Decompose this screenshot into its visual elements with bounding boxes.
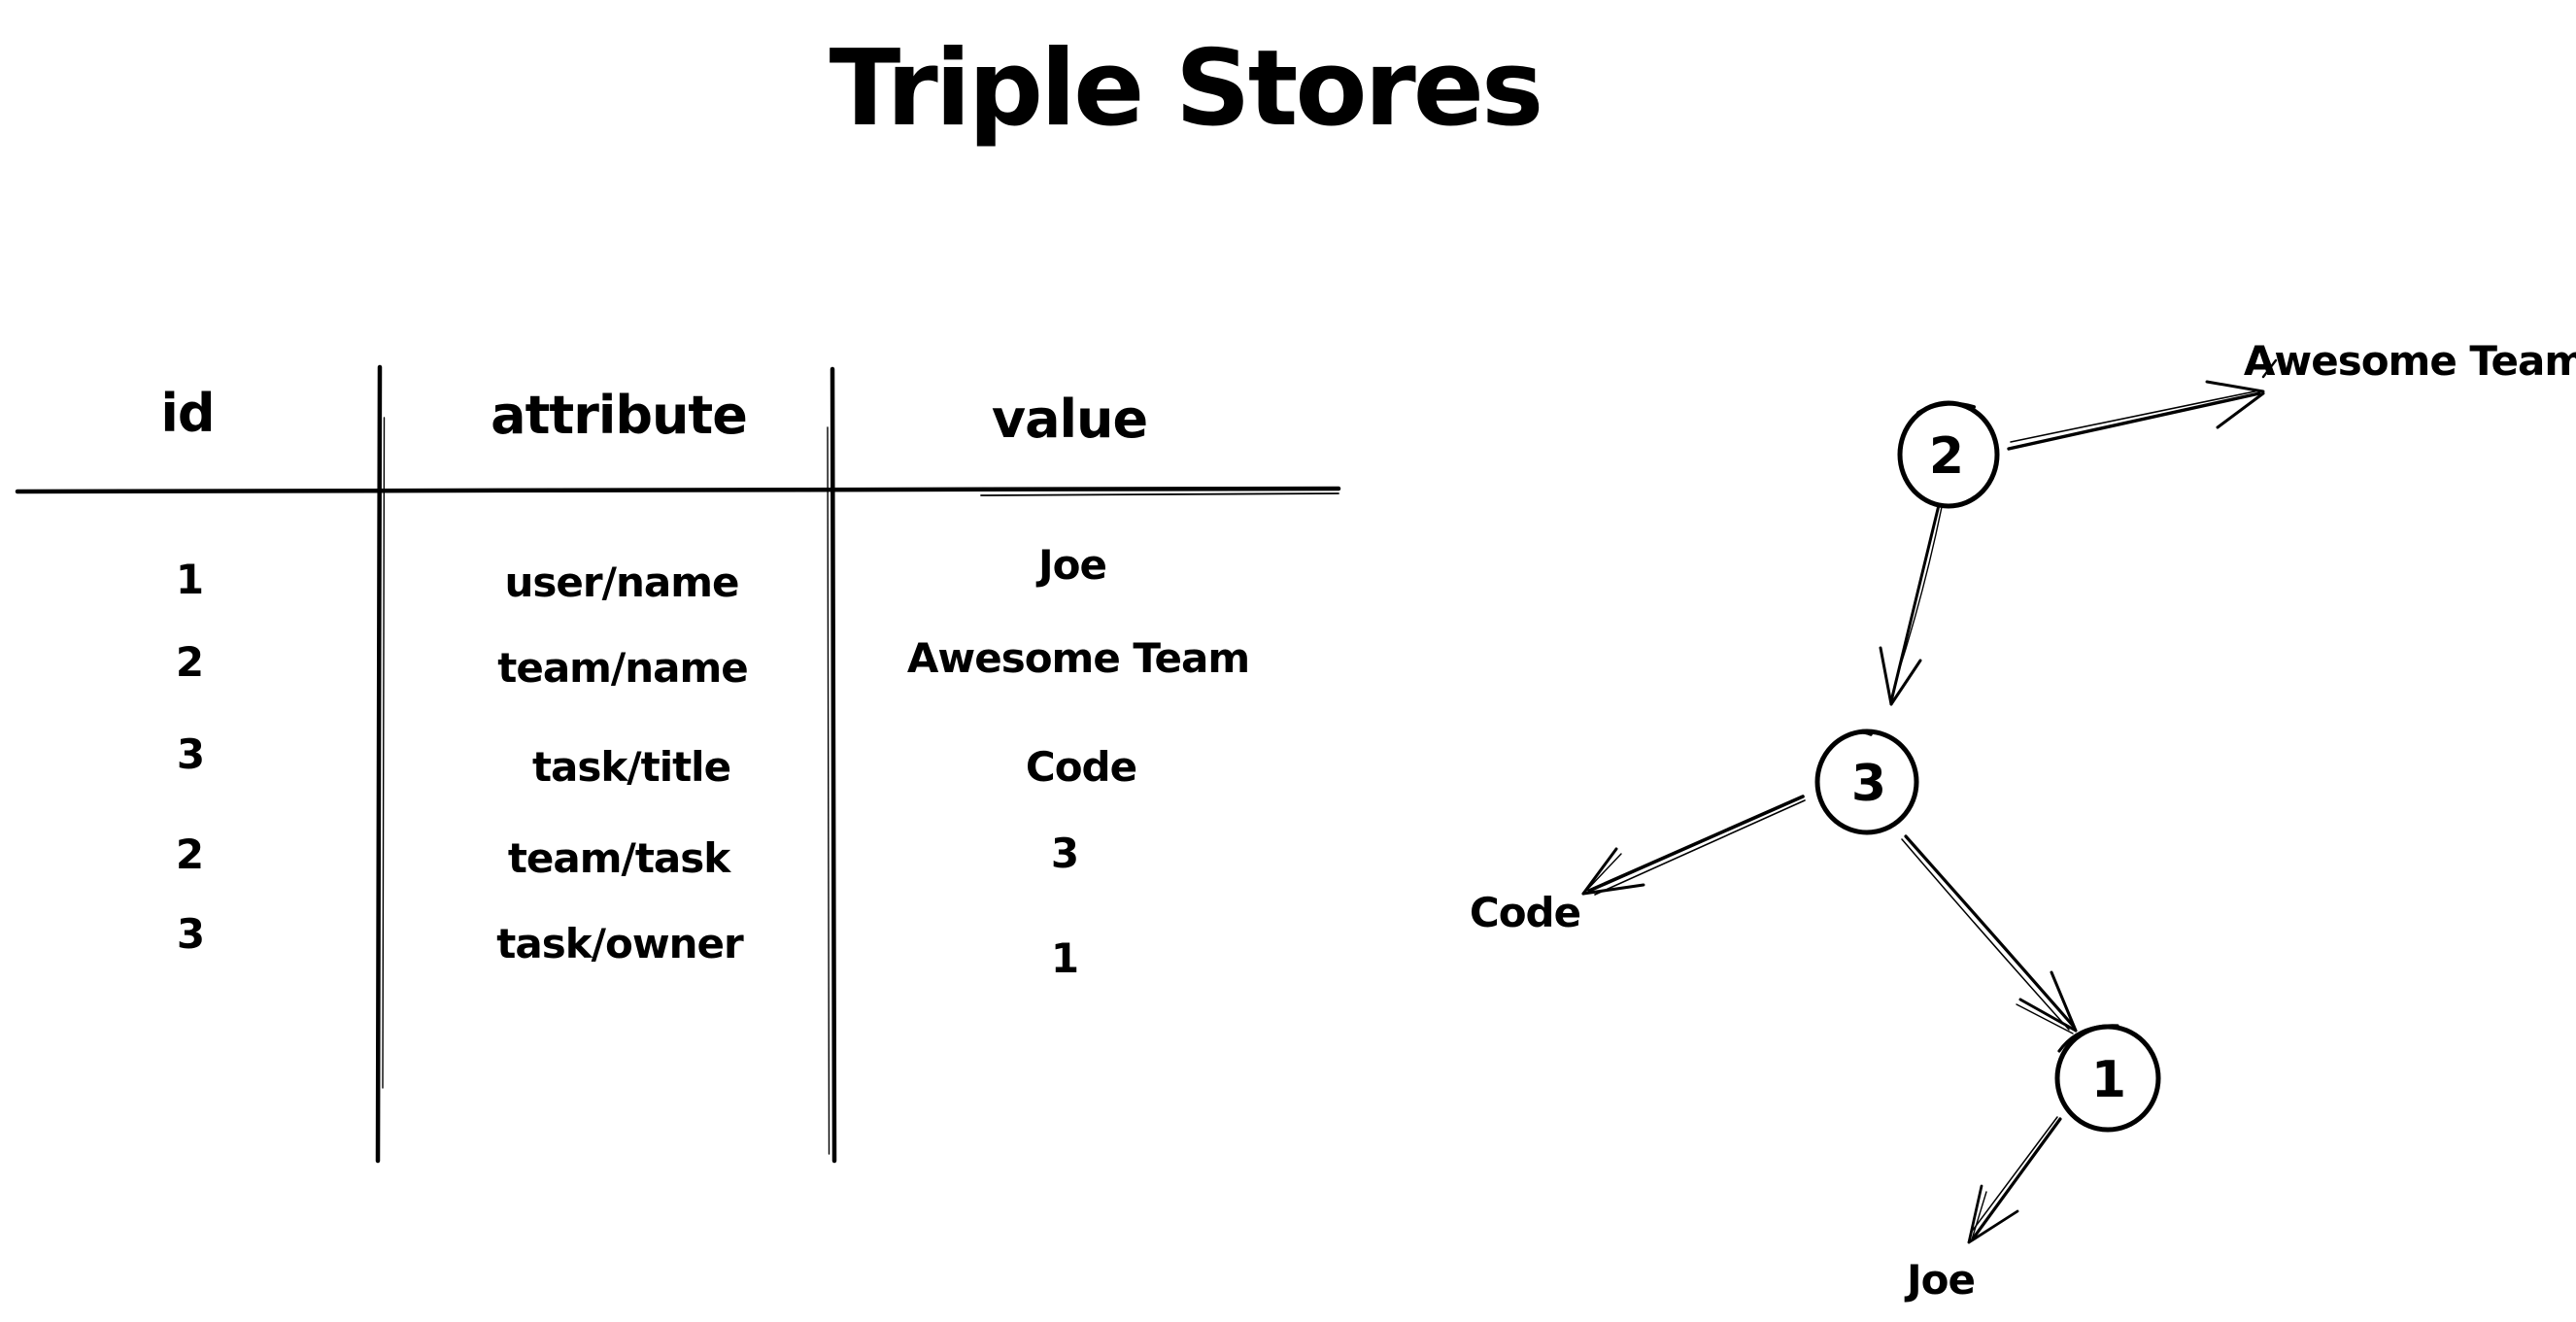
edge-2-to-3 <box>1879 503 1943 706</box>
node-3-label: 3 <box>1850 755 1887 813</box>
table-grid-lines <box>15 364 1341 1164</box>
graph-label-joe: Joe <box>1907 1256 1976 1304</box>
arrowhead-barb <box>2205 380 2265 393</box>
arrowhead-flick <box>2261 358 2278 379</box>
node-circle-squiggle <box>1840 729 1873 740</box>
table-column-divider-1-double <box>382 417 386 1089</box>
table-header-id: id <box>160 383 215 444</box>
table-cell-value: 3 <box>1050 830 1079 877</box>
table-cell-value: Awesome Team <box>906 634 1250 682</box>
arrowhead-barb-double <box>1971 1191 1987 1240</box>
arrowhead-barb <box>1967 1209 2019 1244</box>
node-circle-squiggle <box>2057 1024 2119 1053</box>
table-cell-id: 3 <box>176 910 205 958</box>
table-header-value: value <box>991 389 1148 450</box>
table-column-divider-2-double <box>827 426 830 1155</box>
node-1-label: 1 <box>2090 1051 2127 1109</box>
edge-2-to-awesome-team <box>2007 358 2278 451</box>
table-header-divider-line <box>15 486 1341 494</box>
edge-3-to-1 <box>1901 834 2078 1034</box>
edge-3-to-code <box>1581 795 1806 896</box>
arrowhead-barb <box>1581 847 1618 896</box>
table-cell-attribute: user/name <box>504 559 740 606</box>
node-1-circle <box>2054 1024 2161 1133</box>
edge-shaft-double <box>1895 506 1943 681</box>
edge-shaft <box>1904 834 2076 1029</box>
node-2-label: 2 <box>1928 427 1965 486</box>
edge-shaft-double <box>1594 799 1806 896</box>
table-cell-value: Code <box>1025 743 1137 791</box>
table-cell-id: 1 <box>175 556 204 603</box>
node-circle-squiggle <box>1916 401 1976 415</box>
arrowhead-barb <box>2050 970 2078 1033</box>
arrowhead-barb-double <box>2016 1003 2074 1034</box>
table-column-divider-2 <box>830 366 837 1164</box>
node-3-circle <box>1814 729 1919 835</box>
arrowhead-barb-double <box>1585 853 1622 892</box>
table-cell-id: 2 <box>175 638 204 686</box>
graph-label-awesome-team: Awesome Team <box>2243 337 2576 385</box>
edge-shaft-double <box>1901 838 2070 1031</box>
edge-shaft <box>2007 391 2261 451</box>
graph-label-code: Code <box>1469 889 1581 936</box>
arrowhead-barb <box>2216 391 2265 429</box>
table-cell-value: 1 <box>1050 934 1079 982</box>
page-title: Triple Stores <box>829 28 1544 150</box>
table-cell-attribute: task/owner <box>496 920 743 967</box>
node-2-circle <box>1897 400 2000 509</box>
arrowhead-barb <box>2018 998 2078 1033</box>
edge-shaft-double <box>2010 390 2260 443</box>
table-cell-attribute: team/name <box>497 644 748 692</box>
edge-1-to-joe <box>1967 1116 2062 1244</box>
table-cell-attribute: task/title <box>531 743 731 791</box>
arrowhead-barb <box>1967 1184 1983 1244</box>
table-cell-attribute: team/task <box>507 834 730 882</box>
arrowhead-barb <box>1889 659 1922 706</box>
table-cell-value: Joe <box>1038 541 1107 589</box>
edge-shaft-double <box>1970 1116 2058 1234</box>
table-header-divider-line-double <box>980 492 1339 496</box>
table-column-divider-1 <box>375 364 383 1164</box>
edge-shaft <box>1587 795 1805 893</box>
table-cell-id: 2 <box>175 830 204 878</box>
table-header-attribute: attribute <box>491 385 748 446</box>
arrowhead-barb <box>1879 646 1893 706</box>
arrowhead-barb <box>1581 883 1645 896</box>
table-cell-id: 3 <box>176 730 205 778</box>
edge-shaft <box>1972 1117 2062 1239</box>
